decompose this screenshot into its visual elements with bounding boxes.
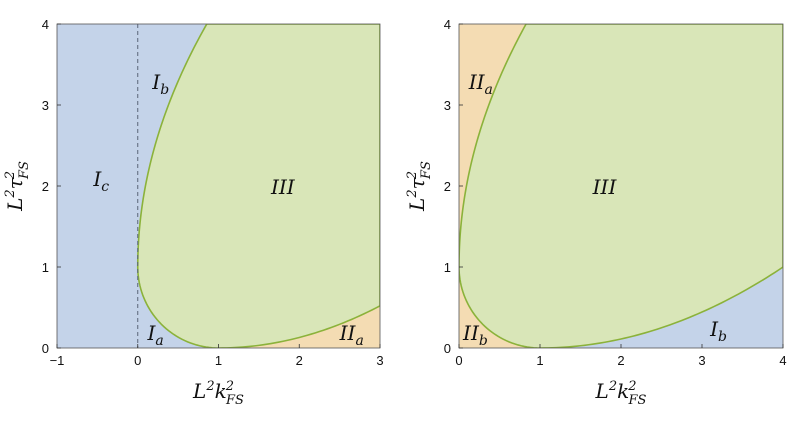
y-axis-label: L2τ2FS	[3, 161, 32, 212]
x-tick-label: 0	[455, 353, 462, 368]
region-label: IIa	[468, 70, 493, 98]
y-tick-label: 0	[42, 341, 49, 356]
y-tick-label: 0	[444, 341, 451, 356]
x-tick-label: 1	[215, 353, 222, 368]
boundary-curve	[136, 24, 380, 348]
y-tick-label: 4	[444, 17, 451, 32]
y-tick-label: 1	[444, 260, 451, 275]
x-tick-label: 2	[296, 353, 303, 368]
x-tick-label: 3	[376, 353, 383, 368]
y-tick-label: 3	[444, 98, 451, 113]
y-tick-label: 3	[42, 98, 49, 113]
y-tick-label: 1	[42, 260, 49, 275]
region-label: Ia	[146, 321, 163, 349]
y-tick-label: 2	[42, 179, 49, 194]
region-green	[459, 24, 783, 348]
x-tick-label: 4	[779, 353, 786, 368]
y-tick-label: 4	[42, 17, 49, 32]
y-tick-label: 2	[444, 179, 451, 194]
region-label: III	[270, 175, 296, 199]
region-label: IIb	[462, 321, 488, 349]
x-tick-label: 0	[134, 353, 141, 368]
region-label: Ic	[92, 167, 109, 195]
region-label: Ib	[709, 317, 727, 345]
x-tick-label: 2	[617, 353, 624, 368]
region-green	[137, 24, 380, 348]
region-orange	[218, 305, 380, 348]
boundary-curve	[459, 24, 783, 348]
plot-area	[57, 24, 380, 348]
region-label: III	[592, 175, 618, 199]
region-blue	[540, 267, 783, 348]
x-tick-label: 3	[698, 353, 705, 368]
y-axis-label: L2τ2FS	[405, 161, 434, 212]
region-label: Ib	[151, 70, 169, 98]
x-tick-label: −1	[50, 353, 65, 368]
region-label: IIa	[339, 321, 364, 349]
x-tick-label: 1	[536, 353, 543, 368]
plot-area	[459, 24, 783, 348]
